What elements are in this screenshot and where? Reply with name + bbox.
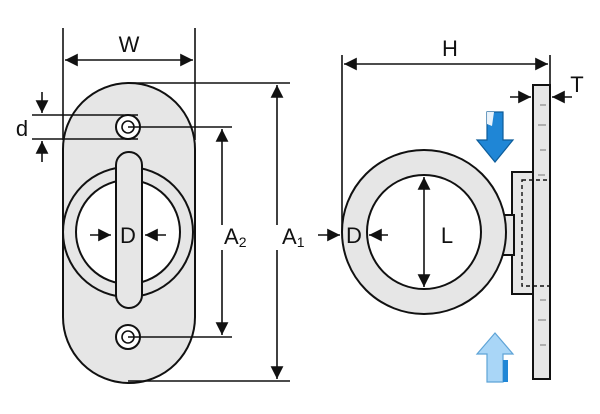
plate-texture [538, 104, 546, 346]
side-bracket [511, 171, 534, 295]
dimension-d: d [16, 92, 138, 162]
dimension-D-front: D [90, 223, 166, 248]
label-W: W [119, 32, 140, 57]
dimension-A2: A2 [128, 126, 247, 338]
dimension-T: T [510, 72, 584, 110]
label-T: T [570, 72, 583, 97]
label-A1: A1 [282, 224, 305, 250]
front-view [62, 82, 196, 384]
hidden-slot-outline [521, 179, 551, 287]
label-d: d [16, 116, 28, 141]
dimension-A1: A1 [128, 82, 305, 382]
dimension-W: W [62, 28, 196, 140]
light-blue-up-arrow-icon [475, 332, 515, 383]
label-D-side: D [346, 223, 362, 248]
label-H: H [442, 36, 458, 61]
blue-down-arrow-icon [475, 111, 515, 163]
dimension-H: H [341, 36, 551, 232]
dimension-L: L [417, 177, 453, 287]
dimension-D-side: D [318, 223, 388, 248]
label-A2: A2 [224, 224, 247, 250]
label-L: L [441, 223, 453, 248]
side-plate [532, 84, 551, 380]
label-D-front: D [120, 223, 136, 248]
front-slot [115, 151, 143, 309]
